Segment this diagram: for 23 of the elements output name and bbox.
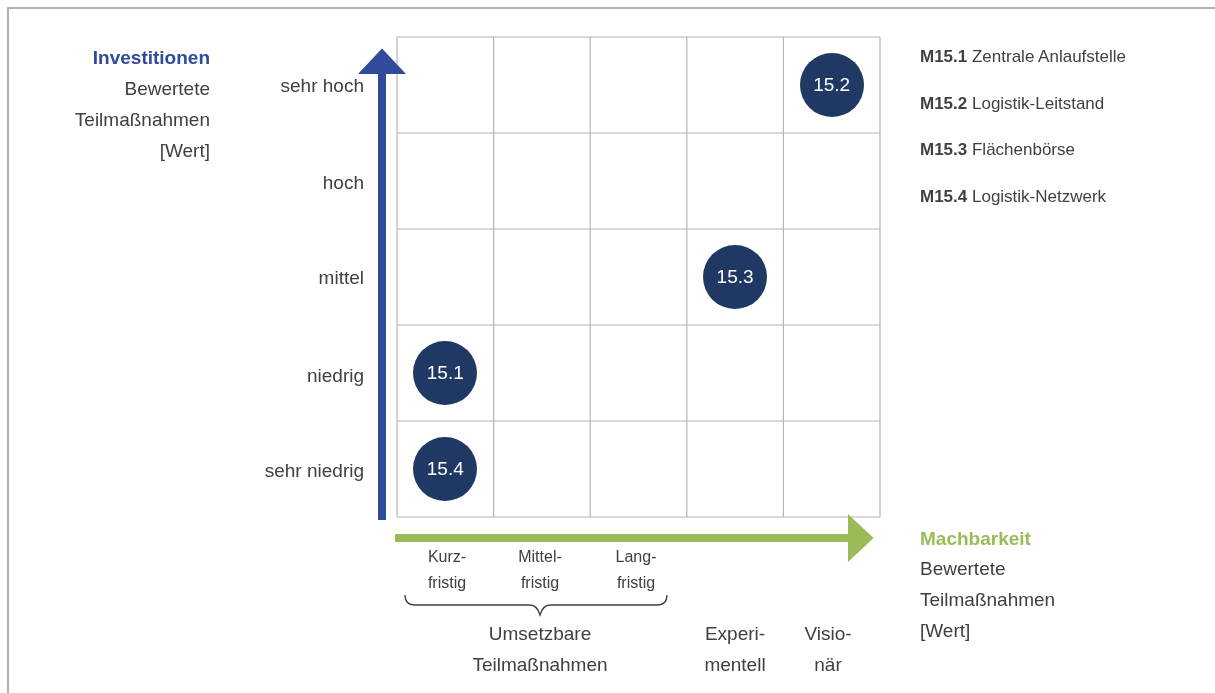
tick-label: sehr niedrig	[263, 459, 364, 483]
measure-marker: 15.1	[413, 341, 478, 405]
tick-label: hoch	[321, 171, 364, 195]
measure-marker: 15.4	[413, 437, 478, 501]
axis-description: Bewertete Teilmaßnahmen [Wert]	[920, 557, 1057, 643]
category-label: Visio- när	[803, 622, 853, 677]
legend-entry: M15.4 Logistik-Netzwerk	[920, 186, 1108, 208]
measure-marker: 15.2	[799, 53, 864, 117]
tick-label: niedrig	[305, 364, 364, 388]
tick-label: sehr hoch	[279, 74, 364, 98]
category-label: Umsetzbare Teilmaßnahmen	[471, 622, 609, 677]
category-label: Lang- fristig	[614, 547, 658, 593]
tick-label: mittel	[317, 266, 364, 290]
axis-description: Bewertete Teilmaßnahmen [Wert]	[73, 77, 210, 163]
category-label: Experi- mentell	[703, 622, 767, 677]
axis-title: Investitionen	[91, 46, 210, 70]
category-label: Mittel- fristig	[517, 547, 563, 593]
axis-title: Machbarkeit	[920, 527, 1032, 551]
legend-entry: M15.3 Flächenbörse	[920, 139, 1076, 161]
legend-entry: M15.2 Logistik-Leitstand	[920, 93, 1106, 115]
category-label: Kurz- fristig	[426, 547, 468, 593]
legend-entry: M15.1 Zentrale Anlaufstelle	[920, 46, 1127, 68]
measure-marker: 15.3	[703, 245, 768, 309]
